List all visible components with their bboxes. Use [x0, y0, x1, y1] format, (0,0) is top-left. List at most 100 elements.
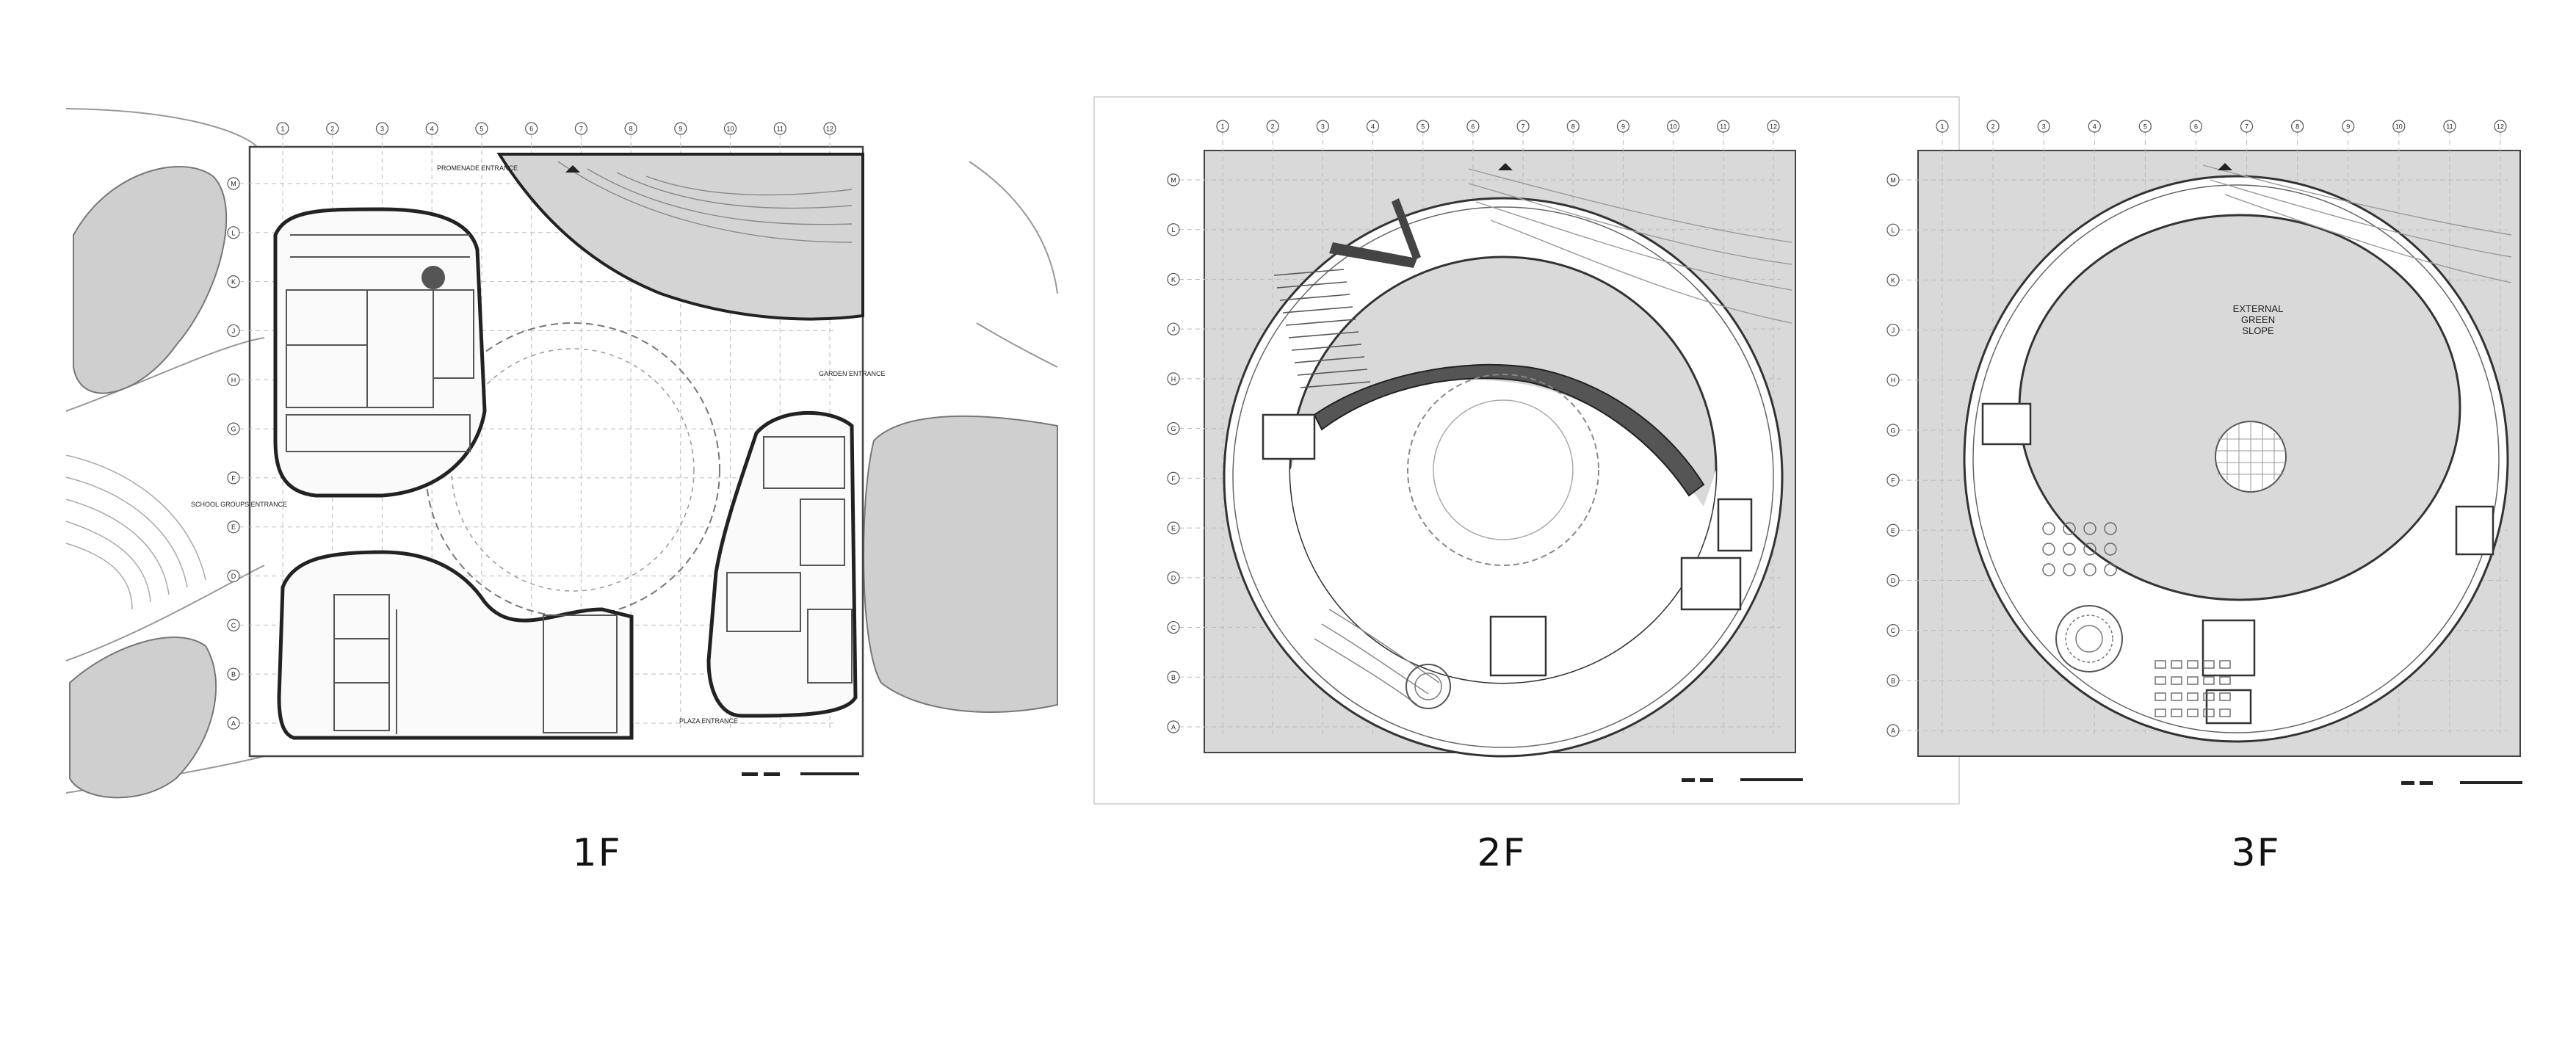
grid-bubble	[2494, 120, 2507, 133]
ring-outer-inset-3f	[1972, 184, 2500, 733]
grid-bubble	[1366, 120, 1380, 133]
seat-row	[1273, 269, 1345, 276]
grid-label-row: E	[1171, 525, 1176, 532]
desk	[2219, 708, 2231, 717]
seat-row	[1276, 281, 1347, 289]
site-edge-1f-right-b	[976, 322, 1058, 368]
grid-label-col: 6	[529, 126, 533, 133]
grid-label-row: A	[1171, 724, 1176, 731]
ring-outer-inset-2f	[1232, 206, 1774, 748]
label-promenade-entrance: PROMENADE ENTRANCE	[437, 164, 518, 172]
grid-bubble	[674, 122, 687, 135]
grid-label-col: 5	[480, 126, 483, 133]
table	[2083, 522, 2096, 535]
desk	[2171, 708, 2182, 717]
north-arrow-1f	[565, 165, 580, 173]
grid-bubble	[1167, 173, 1180, 186]
grid-label-col: 2	[1271, 123, 1275, 131]
green-area-1f-a	[73, 166, 228, 394]
desk	[2171, 692, 2182, 701]
grid-label-row: J	[1892, 327, 1895, 334]
label-slope: SLOPE	[2242, 325, 2274, 336]
core-rooms-3f	[1981, 402, 2494, 725]
grid-bubble	[1986, 120, 2000, 133]
ring-inner-3f	[2018, 214, 2461, 601]
label-green: GREEN	[2241, 314, 2275, 325]
north-arrow-3f	[2218, 163, 2232, 170]
grid-bubble	[1886, 674, 1900, 687]
grid-bubble	[227, 618, 240, 631]
grid-label-col: 11	[777, 126, 784, 133]
grid-label-row: F	[231, 474, 236, 482]
furniture-3f	[2042, 522, 2231, 717]
grid-label-col: 3	[380, 126, 384, 133]
rooms-east-1f	[726, 436, 853, 684]
grid-bubble	[1167, 471, 1180, 485]
wing-south-west-1f	[277, 550, 634, 740]
grid-label-col: 6	[1471, 123, 1475, 131]
grid-label-row: C	[231, 622, 236, 629]
grid-bubble	[2291, 120, 2304, 133]
grid-bubble	[1886, 273, 1900, 286]
grid-bubble	[425, 122, 438, 135]
desk	[2154, 660, 2166, 669]
grid-bubble	[227, 373, 240, 386]
grid-bubble	[624, 122, 637, 135]
table	[2104, 543, 2117, 556]
grid-label-col: 10	[1670, 123, 1677, 131]
grid-bubble	[1566, 120, 1580, 133]
grid-bubble	[1886, 223, 1900, 236]
seat-row	[1297, 369, 1368, 376]
grid-label-col: 6	[2194, 123, 2198, 131]
table	[2104, 522, 2117, 535]
green-area-1f-c	[863, 415, 1058, 713]
grid-label-row: L	[1891, 227, 1895, 234]
scale-bar-2f	[1682, 778, 1803, 782]
grid-bubble	[1717, 120, 1730, 133]
grid-bubble	[227, 667, 240, 681]
grid-bubble	[227, 422, 240, 435]
desk	[2203, 708, 2215, 717]
desk	[2187, 708, 2199, 717]
grid-label-col: 9	[679, 126, 682, 133]
seat-row	[1279, 294, 1350, 301]
grid-label-row: M	[1890, 177, 1896, 184]
grid-bubble	[2443, 120, 2456, 133]
wall-cut-2f-b	[1392, 198, 1421, 261]
column-feature-1f	[422, 266, 445, 289]
grid-label-row: B	[231, 671, 236, 678]
grid-bubble	[2138, 120, 2152, 133]
desk	[2219, 676, 2231, 685]
grid-label-col: 8	[2295, 123, 2299, 131]
rooms-south-west-1f	[333, 594, 618, 734]
table	[2042, 543, 2055, 556]
grid-bubble	[1417, 120, 1430, 133]
grid-bubble	[1167, 571, 1180, 584]
grid-bubble	[1167, 521, 1180, 534]
grid-label-col: 9	[1621, 123, 1625, 131]
desk	[2203, 692, 2215, 701]
floor-label-3f: 3F	[2231, 831, 2281, 875]
inner-drum-core-2f	[1433, 399, 1574, 540]
grid-label-row: F	[1171, 475, 1176, 482]
grid-label-col: 8	[1571, 123, 1575, 131]
desk	[2171, 676, 2182, 685]
grid-bubble	[1886, 624, 1900, 637]
rooms-north-west-1f	[286, 234, 474, 452]
grid-label-row: G	[231, 426, 236, 433]
grid-label-row: C	[1891, 627, 1896, 634]
grid-label-row: K	[231, 278, 236, 286]
grid-bubble	[525, 122, 538, 135]
grid-bubble	[1316, 120, 1329, 133]
grid-bubble	[1266, 120, 1279, 133]
grid-label-row: D	[231, 573, 236, 580]
grid-bubble	[773, 122, 786, 135]
central-court-inner-1f	[451, 348, 695, 592]
grid-bubble	[2240, 120, 2254, 133]
grid-label-col: 8	[629, 126, 633, 133]
core-rooms-2f	[1262, 413, 1753, 677]
grid-label-col: 7	[1522, 123, 1525, 131]
